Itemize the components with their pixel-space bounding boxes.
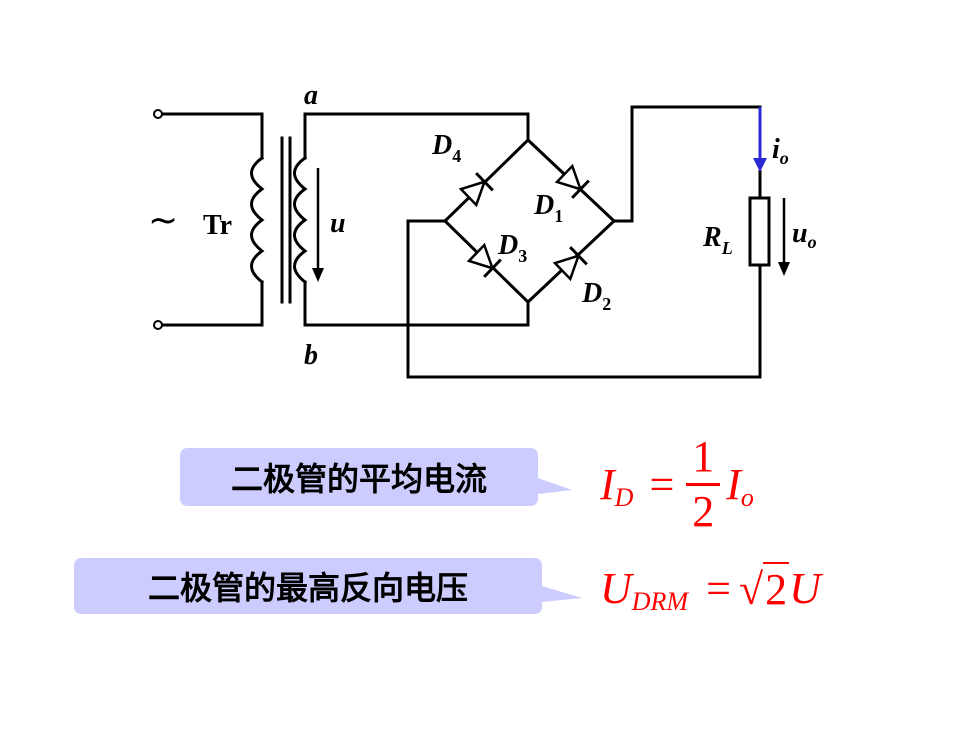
transformer-label: Tr [203, 210, 232, 241]
callout-bubble [180, 448, 572, 506]
callout-average-current: 二极管的平均电流 [180, 448, 580, 506]
diode-d3 [466, 242, 502, 278]
formula1-rhs-sub: o [740, 483, 754, 512]
ac-source-symbol: ~ [148, 200, 178, 241]
callout-bubble [74, 558, 582, 614]
voltage-u-label: u [330, 208, 346, 239]
formula1-numerator: 1 [692, 431, 715, 481]
formula2-lhs: U [600, 563, 632, 613]
load-rl-label: RL [702, 222, 733, 258]
diode-d1 [554, 163, 590, 199]
diode-d4-label: D4 [431, 130, 461, 166]
formula2-lhs-sub: DRM [631, 587, 689, 616]
formula1-lhs-sub: D [614, 483, 634, 512]
bridge-edge-top-left [442, 137, 531, 224]
formula1-fraction: 1 2 [686, 431, 721, 536]
terminal-bottom [153, 320, 163, 330]
output-uo-label: uo [792, 218, 817, 252]
diode-d3-label: D3 [497, 230, 527, 266]
primary-coil [250, 155, 265, 285]
load-resistor [748, 196, 771, 267]
node-a-label: a [304, 80, 318, 111]
diode-d4 [458, 172, 494, 208]
formula2-sqrt: √ 2 [738, 561, 790, 615]
secondary-coil [293, 155, 308, 285]
formula2-equals: = [706, 563, 731, 613]
formula-average-current: I D = 1 2 I o [600, 428, 754, 540]
formula2-sqrt-symbol: √ [738, 564, 764, 614]
formula1-equals: = [649, 459, 675, 509]
diode-d2-label: D2 [581, 278, 611, 314]
formula1-denominator: 2 [692, 486, 715, 536]
node-b-label: b [304, 340, 318, 371]
current-arrow-icon [753, 158, 767, 172]
formula2-radicand: 2 [763, 561, 790, 615]
diode-d1-label: D1 [533, 190, 563, 226]
formula2-rhs: U [789, 563, 821, 613]
formula1-fraction-bar [686, 482, 721, 486]
voltage-u-arrowhead-icon [312, 268, 324, 282]
formula1-lhs: I [600, 459, 615, 509]
terminal-top [153, 109, 163, 119]
current-io-label: io [772, 134, 789, 168]
callout-max-reverse-voltage: 二极管的最高反向电压 [74, 558, 594, 614]
formula-max-reverse-voltage: U DRM = √ 2 U [600, 558, 821, 618]
formula1-rhs: I [726, 459, 741, 509]
callout-average-current-text: 二极管的平均电流 [230, 460, 487, 498]
callout-max-reverse-voltage-text: 二极管的最高反向电压 [147, 569, 468, 607]
diode-d2 [552, 246, 588, 282]
output-voltage-arrowhead-icon [778, 262, 790, 276]
